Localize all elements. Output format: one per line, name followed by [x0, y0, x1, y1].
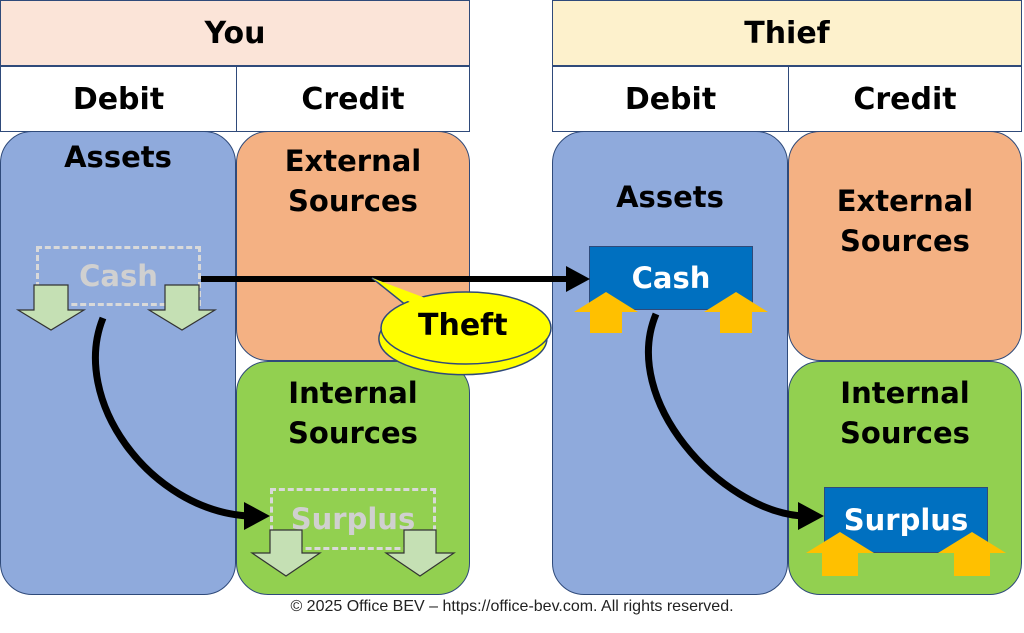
you-cash-to-surplus-curve	[91, 316, 270, 530]
thief-internal-label-2: Sources	[840, 416, 970, 450]
theft-callout	[371, 277, 552, 376]
thief-title: Thief	[552, 0, 1022, 66]
up-arrow-icon	[704, 292, 768, 333]
you-internal-label-2: Sources	[288, 416, 418, 450]
you-assets-box: Assets	[0, 131, 236, 595]
down-arrow-icon	[250, 529, 322, 577]
thief-assets-box: Assets	[552, 131, 788, 595]
up-arrow-icon	[806, 532, 874, 576]
thief-credit-header: Credit	[788, 66, 1022, 132]
thief-debit-header: Debit	[552, 66, 789, 132]
theft-callout-label: Theft	[418, 308, 508, 343]
you-credit-header: Credit	[236, 66, 470, 132]
down-arrow-icon	[384, 529, 456, 577]
down-arrow-icon	[15, 284, 87, 331]
thief-external-label-1: External	[836, 184, 974, 218]
thief-cash-to-surplus-curve	[645, 312, 824, 530]
thief-internal-label-1: Internal	[840, 376, 970, 410]
you-surplus-ghost: Surplus	[270, 488, 436, 550]
thief-assets-label: Assets	[616, 180, 724, 214]
you-assets-label: Assets	[64, 140, 172, 174]
thief-external-sources-box: External Sources	[788, 131, 1022, 361]
theft-arrow	[201, 266, 590, 292]
up-arrow-icon	[938, 532, 1006, 576]
up-arrow-icon	[574, 292, 638, 333]
you-external-label-2: Sources	[288, 184, 418, 218]
you-cash-ghost: Cash	[36, 246, 201, 306]
down-arrow-icon	[146, 284, 218, 331]
you-external-label-1: External	[284, 144, 422, 178]
thief-external-label-2: Sources	[840, 224, 970, 258]
you-title: You	[0, 0, 470, 66]
you-internal-label-1: Internal	[288, 376, 418, 410]
copyright-footer: © 2025 Office BEV – https://office-bev.c…	[290, 598, 734, 615]
